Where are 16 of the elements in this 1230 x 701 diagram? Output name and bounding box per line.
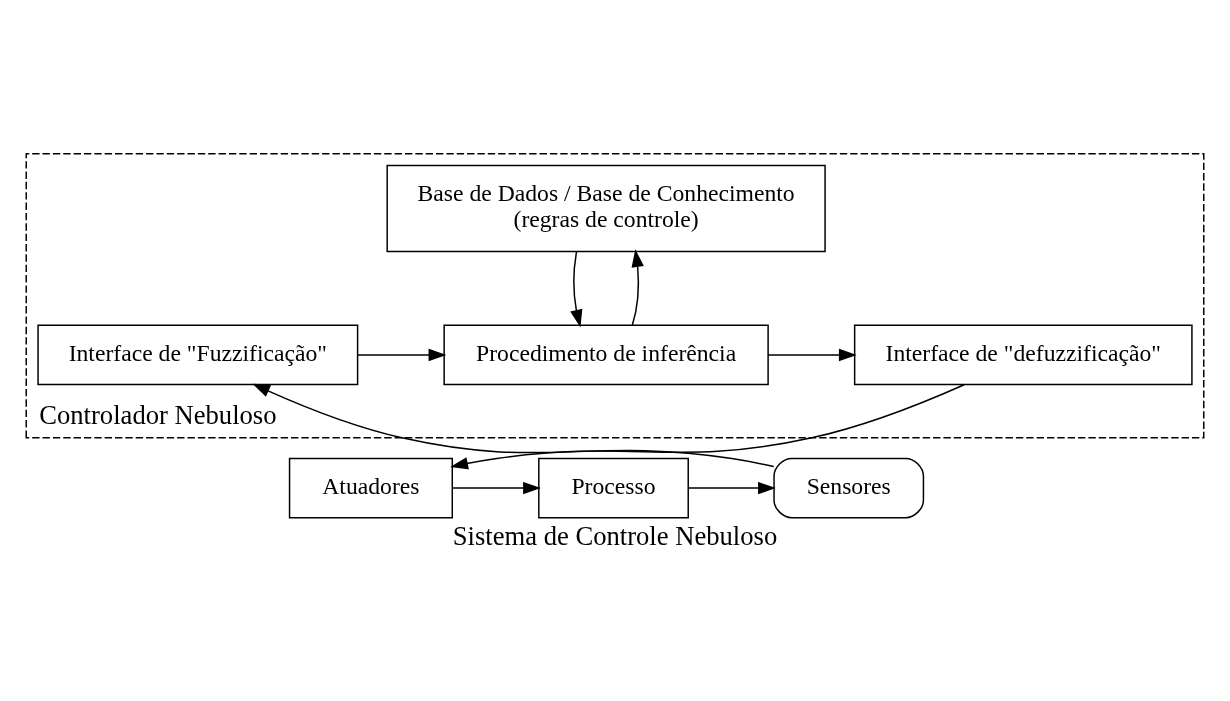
arrow [687, 481, 776, 495]
node-box: Processo [538, 457, 689, 519]
node-box: Atuadores [288, 457, 453, 519]
arrow [252, 383, 775, 468]
node-box: Sensores [773, 457, 925, 519]
arrow [570, 250, 583, 328]
arrow [450, 383, 965, 470]
node-box: Interface de "Fuzzificação" [37, 324, 359, 386]
node-box: Base de Dados / Base de Conhecimento (regras de controle) [386, 164, 826, 253]
node-box: Interface de "defuzzificação" [853, 324, 1193, 386]
arrow [767, 348, 857, 362]
arrow [357, 348, 447, 362]
arrow [451, 481, 541, 495]
caption: Sistema de Controle Nebuloso [452, 520, 778, 551]
node-box: Procedimento de inferência [443, 324, 769, 386]
arrow [631, 249, 644, 326]
